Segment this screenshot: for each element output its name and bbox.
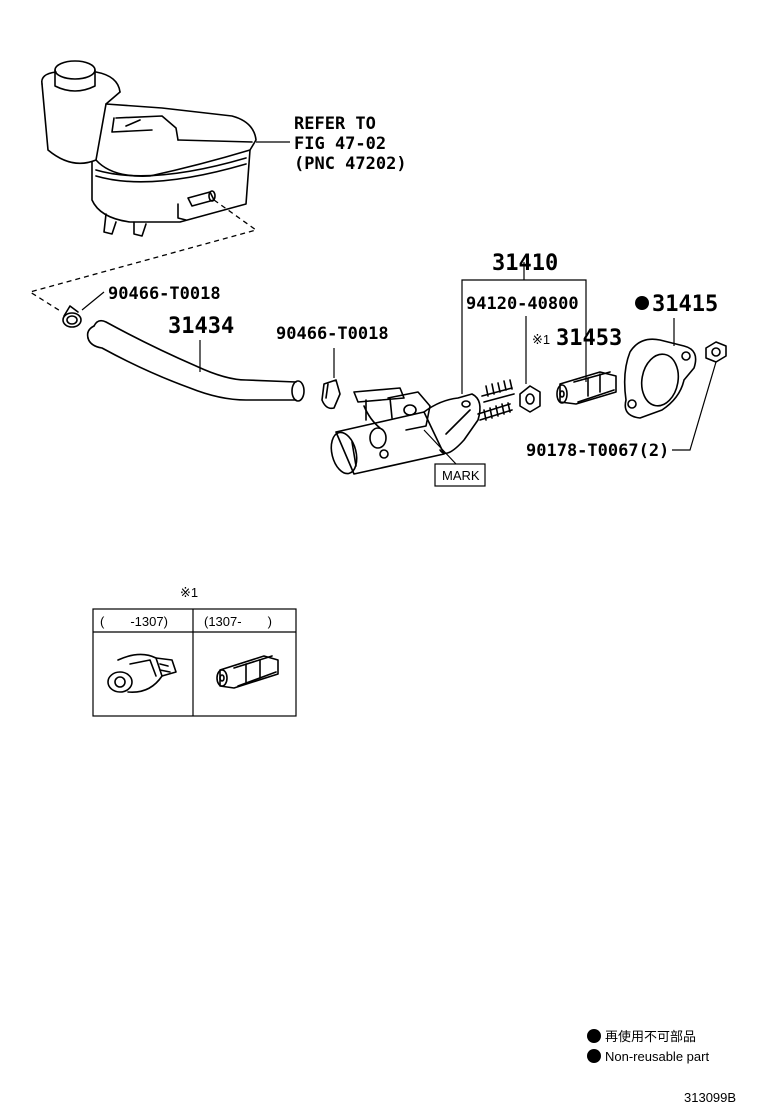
master-cylinder-part-number: 31410 [492, 251, 558, 276]
refer-note-line2: FIG 47-02 [294, 134, 386, 154]
figure-code: 313099B [684, 1090, 736, 1105]
non-reusable-bullet-icon [635, 296, 649, 310]
bolt-leader [672, 361, 717, 451]
clevis-note-mark: ※1 [532, 332, 550, 347]
clip-right-part-number: 90466-T0018 [276, 324, 389, 344]
pushrod-clevis-icon [556, 371, 617, 405]
hose-clip-right-icon [321, 379, 341, 410]
pushrod-clevis-new-icon [216, 655, 279, 689]
variant-table-note-mark: ※1 [180, 585, 198, 600]
mark-label: MARK [442, 468, 480, 483]
variant-col2-header: (1307- ) [204, 614, 272, 629]
gasket-part-number: 31415 [652, 292, 718, 317]
hose-clip-left-icon [62, 305, 82, 328]
bolt-part-number: 90178-T0067(2) [526, 441, 669, 461]
clip-left-part-number: 90466-T0018 [108, 284, 221, 304]
variant-table [92, 608, 297, 717]
mark-leader [423, 429, 457, 465]
reservoir-tank-icon [40, 60, 257, 237]
legend-bullet-icon-2 [587, 1049, 601, 1063]
gasket-icon [623, 338, 697, 419]
legend-bullet-icon-1 [587, 1029, 601, 1043]
mark-box [434, 463, 486, 487]
hose-icon [86, 319, 305, 402]
refer-note-line1: REFER TO [294, 114, 376, 134]
refer-note-line3: (PNC 47202) [294, 154, 407, 174]
pushrod-clevis-old-icon [107, 653, 177, 693]
bolt-nut-icon [705, 341, 727, 363]
legend-line2: Non-reusable part [605, 1049, 709, 1064]
nut-icon [519, 385, 541, 413]
clutch-master-cylinder-icon [330, 379, 515, 475]
clevis-part-number: 31453 [556, 326, 622, 351]
clip-left-leader [81, 291, 105, 311]
legend-line1: 再使用不可部品 [605, 1029, 696, 1044]
nut-part-number: 94120-40800 [466, 294, 579, 314]
variant-col1-header: ( -1307) [100, 614, 168, 629]
hose-part-number: 31434 [168, 314, 234, 339]
